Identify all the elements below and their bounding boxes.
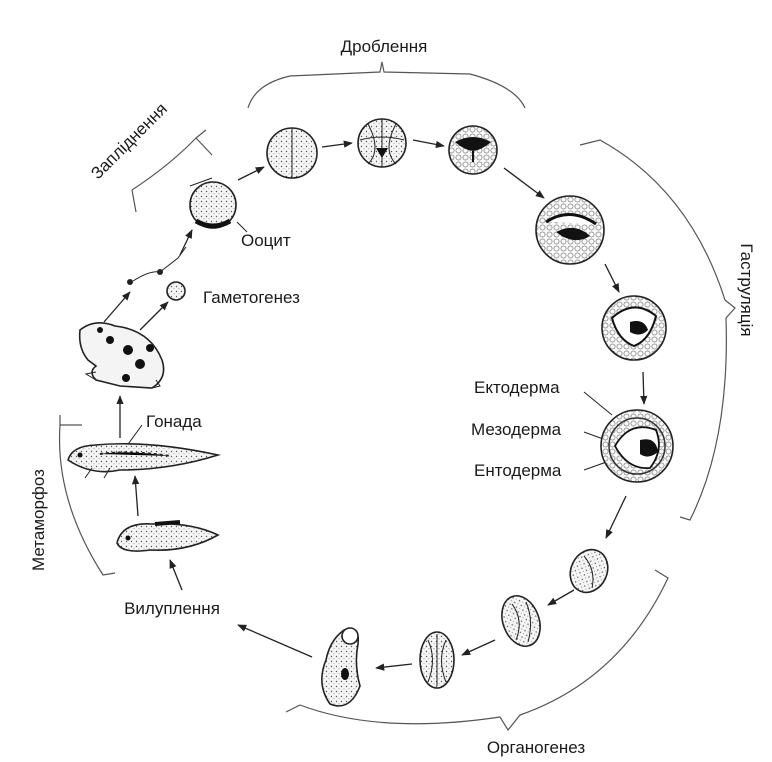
tailbud-embryo-icon [419, 631, 455, 689]
neurula-icon [569, 548, 609, 594]
arrow-two-cell-to-eight-cell [321, 140, 353, 148]
stage-label-hatching: Вилуплення [124, 599, 220, 618]
arrow-fertilization-to-cleavage [237, 166, 265, 181]
gamete-icon [166, 281, 186, 301]
fertilization-bracket [131, 129, 213, 213]
stage-label-cleavage: Дроблення [341, 37, 428, 56]
arrow-neurula-to-neural-tube [547, 589, 575, 606]
eight-cell-embryo-icon [357, 118, 407, 168]
arrow-neural-tube-to-tailbud [461, 639, 496, 656]
organogenesis-bracket [285, 569, 669, 732]
stage-label-gametogenesis: Гаметогенез [203, 288, 300, 307]
arrow-tadpole-to-older-tadpole [131, 475, 140, 517]
stage-label-fertilization: Запліднення [87, 99, 171, 183]
label-oocyte: Ооцит [241, 231, 291, 250]
ectoderm-leader-line [583, 391, 613, 416]
label-gonad: Гонада [146, 412, 202, 431]
stage-label-metamorphosis: Метаморфоз [29, 469, 48, 571]
young-tadpole-icon [116, 520, 220, 552]
oocyte-leader-line [189, 177, 248, 233]
arrow-tailbud-to-curled [375, 663, 413, 671]
label-ectoderm: Ектодерма [474, 378, 560, 397]
older-tadpole-icon [67, 442, 222, 479]
metamorphosis-bracket [58, 415, 116, 576]
mid-gastrula-icon [601, 295, 667, 361]
arrow-gastrula-1-to-2 [604, 263, 620, 293]
oocyte-icon [189, 181, 237, 229]
gastrulation-bracket [579, 139, 736, 521]
label-endoderm: Ентодерма [474, 461, 562, 480]
blastula-icon [448, 125, 498, 175]
arrow-blastula-to-gastrula [503, 167, 545, 199]
arrow-gastrula-2-to-3 [640, 371, 648, 405]
arrow-frog-to-sperm [103, 291, 131, 323]
cleavage-bracket [247, 61, 526, 109]
arrow-embryo-to-hatching [237, 624, 313, 658]
arrow-gametes-to-oocyte [179, 229, 193, 256]
arrow-frog-to-gametes [139, 301, 169, 331]
early-gastrula-icon [535, 195, 605, 265]
stage-label-gastrulation: Гаструляція [737, 243, 756, 336]
neural-tube-embryo-icon [501, 595, 541, 647]
curled-embryo-icon [321, 627, 361, 707]
arrow-hatching-to-tadpole [169, 559, 183, 591]
arrow-gastrula-to-neurula [605, 495, 627, 539]
label-mesoderm: Мезодерма [471, 420, 562, 439]
two-cell-embryo-icon [266, 127, 318, 179]
adult-frog-icon [78, 322, 165, 389]
arrow-eight-cell-to-blastula [412, 139, 445, 149]
sperm-icon [127, 246, 187, 285]
late-gastrula-icon [600, 409, 674, 483]
stage-label-organogenesis: Органогенез [487, 738, 586, 757]
